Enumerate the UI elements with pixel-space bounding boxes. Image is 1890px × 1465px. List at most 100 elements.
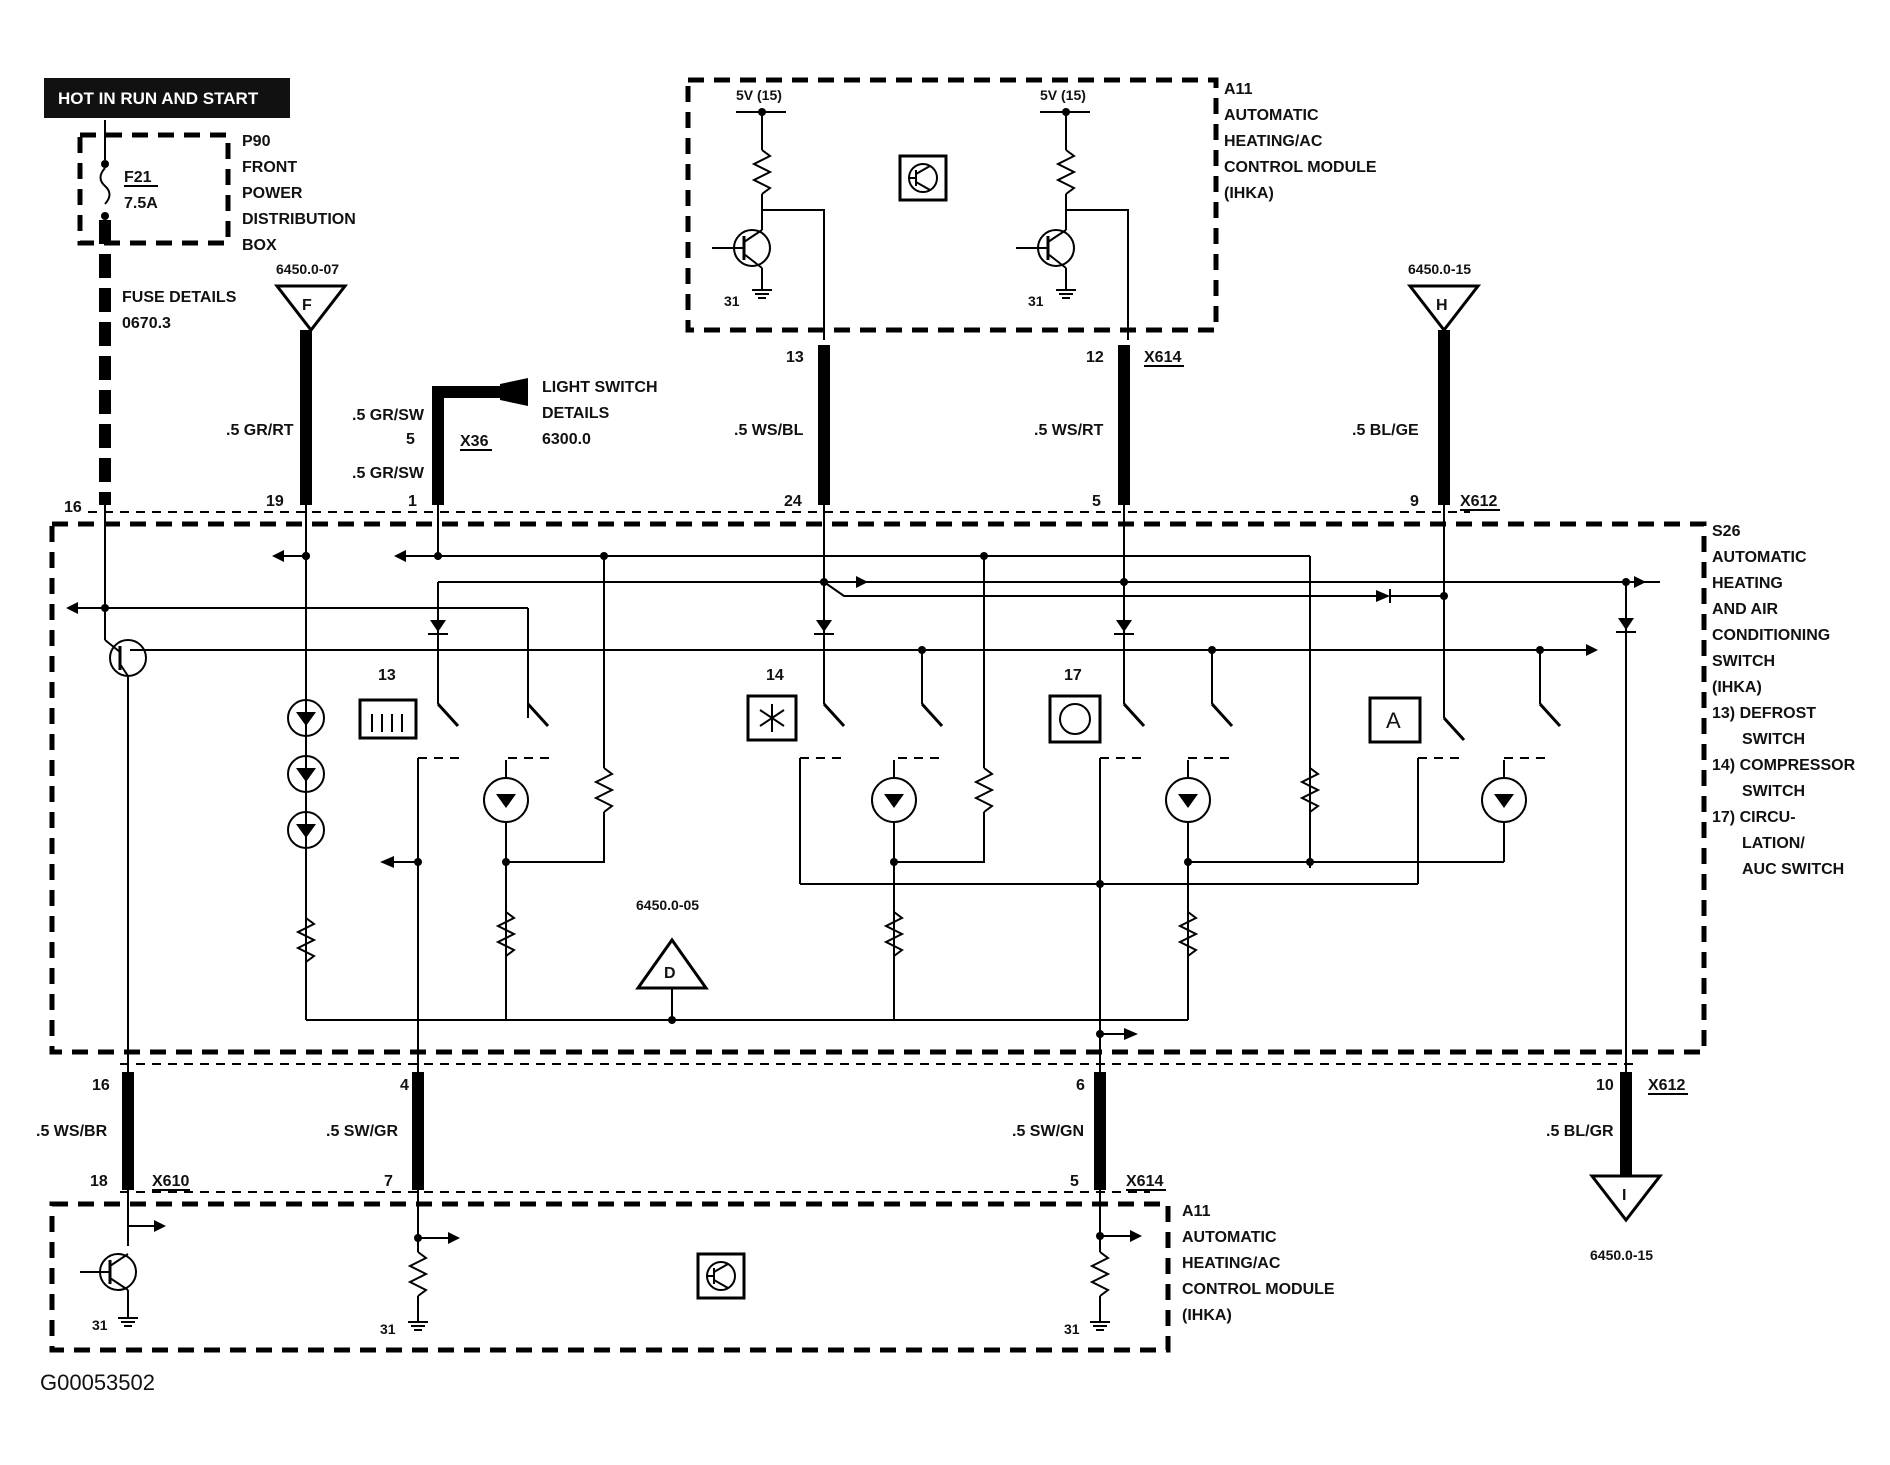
figure-id: G00053502 (40, 1370, 155, 1395)
wire-sw-gn-label: .5 SW/GN (1012, 1123, 1084, 1140)
fuse-details-2: 0670.3 (122, 315, 171, 332)
connector-d: D (635, 937, 709, 1024)
pin-7: 7 (384, 1173, 393, 1190)
switch-14-num: 14 (766, 667, 784, 684)
fuse-box-outline (77, 132, 231, 246)
svg-text:DISTRIBUTION: DISTRIBUTION (242, 211, 356, 228)
connector-i: I (1588, 1174, 1664, 1223)
svg-text:14) COMPRESSOR: 14) COMPRESSOR (1712, 757, 1856, 774)
pin-12-top: 12 (1086, 349, 1104, 366)
module-top-circuit (712, 108, 1129, 340)
hot-banner (44, 78, 290, 118)
wire-sw-gr-label: .5 SW/GR (326, 1123, 398, 1140)
svg-text:SWITCH: SWITCH (1712, 653, 1775, 670)
pin-18: 18 (90, 1173, 108, 1190)
module-bottom-outline (49, 1201, 1171, 1353)
switch-block-label: S26 AUTOMATIC HEATING AND AIR CONDITIONI… (1712, 523, 1830, 696)
supply-right: 5V (15) (1040, 87, 1086, 103)
fuse-f21 (99, 120, 111, 220)
svg-text:LATION/: LATION/ (1742, 835, 1805, 852)
wire-bl-ge-label: .5 BL/GE (1352, 422, 1419, 439)
svg-text:H: H (1436, 297, 1448, 314)
switch-17-num: 17 (1064, 667, 1082, 684)
ground-bot-1: 31 (92, 1317, 108, 1333)
auto-letter: A (1386, 708, 1401, 733)
svg-text:SWITCH: SWITCH (1742, 731, 1805, 748)
svg-text:CONTROL MODULE: CONTROL MODULE (1182, 1281, 1335, 1298)
ground-top-left: 31 (724, 293, 740, 309)
svg-text:13) DEFROST: 13) DEFROST (1712, 705, 1816, 722)
wire-gr-rt-label: .5 GR/RT (226, 422, 294, 439)
supply-left: 5V (15) (736, 87, 782, 103)
switch-legend: 13) DEFROST SWITCH 14) COMPRESSOR SWITCH… (1712, 705, 1856, 878)
fuse-box-label: P90 FRONT POWER DISTRIBUTION BOX (242, 133, 356, 254)
svg-text:SWITCH: SWITCH (1742, 783, 1805, 800)
switch-13-num: 13 (378, 667, 396, 684)
svg-text:S26: S26 (1712, 523, 1741, 540)
module-bottom-label: A11 AUTOMATIC HEATING/AC CONTROL MODULE … (1182, 1203, 1335, 1324)
light-switch-plug (500, 378, 528, 406)
svg-text:HEATING/AC: HEATING/AC (1182, 1255, 1281, 1272)
connector-f-ref: 6450.0-07 (276, 261, 339, 277)
pin-5-x36: 5 (406, 431, 415, 448)
svg-text:AUC SWITCH: AUC SWITCH (1742, 861, 1844, 878)
svg-text:(IHKA): (IHKA) (1712, 679, 1762, 696)
x612-bot: X612 (1648, 1077, 1685, 1094)
connector-i-ref: 6450.0-15 (1590, 1247, 1653, 1263)
svg-text:AUTOMATIC: AUTOMATIC (1224, 107, 1319, 124)
svg-text:AND AIR: AND AIR (1712, 601, 1779, 618)
svg-text:BOX: BOX (242, 237, 277, 254)
x614-bot: X614 (1126, 1173, 1163, 1190)
pin-9: 9 (1410, 493, 1419, 510)
pin-4: 4 (400, 1077, 409, 1094)
fuse-details-1: FUSE DETAILS (122, 289, 237, 306)
light-switch-2: DETAILS (542, 405, 610, 422)
x36-label: X36 (460, 433, 489, 450)
wire-bl-gr-label: .5 BL/GR (1546, 1123, 1614, 1140)
wire-ws-br-label: .5 WS/BR (36, 1123, 108, 1140)
pin-10: 10 (1596, 1077, 1614, 1094)
wire-light-switch (432, 386, 500, 505)
connector-d-ref: 6450.0-05 (636, 897, 699, 913)
svg-text:CONTROL MODULE: CONTROL MODULE (1224, 159, 1377, 176)
switch-block-circuit: A (66, 505, 1660, 1072)
switch-block-outline (49, 521, 1707, 1055)
svg-text:I: I (1622, 1187, 1626, 1204)
pin-16-top: 16 (64, 499, 82, 516)
x610-label: X610 (152, 1173, 189, 1190)
wire-ws-bl-label: .5 WS/BL (734, 422, 804, 439)
svg-text:HEATING/AC: HEATING/AC (1224, 133, 1323, 150)
svg-text:D: D (664, 965, 676, 982)
svg-text:FRONT: FRONT (242, 159, 297, 176)
x612-top: X612 (1460, 493, 1497, 510)
svg-text:AUTOMATIC: AUTOMATIC (1712, 549, 1807, 566)
wire-gr-sw-top-label: .5 GR/SW (352, 407, 425, 424)
pin-19: 19 (266, 493, 284, 510)
module-bottom-circuit (80, 1190, 1142, 1331)
svg-text:17) CIRCU-: 17) CIRCU- (1712, 809, 1796, 826)
wire-ws-rt-label: .5 WS/RT (1034, 422, 1104, 439)
wire-gr-sw-bot-label: .5 GR/SW (352, 465, 425, 482)
x614-top: X614 (1144, 349, 1181, 366)
svg-text:A11: A11 (1182, 1203, 1211, 1220)
svg-text:CONDITIONING: CONDITIONING (1712, 627, 1830, 644)
hot-label: HOT IN RUN AND START (58, 89, 259, 108)
svg-text:HEATING: HEATING (1712, 575, 1783, 592)
pin-13-top: 13 (786, 349, 804, 366)
module-top-label: A11 AUTOMATIC HEATING/AC CONTROL MODULE … (1224, 81, 1377, 202)
pin-1: 1 (408, 493, 417, 510)
connector-h: H (1406, 284, 1482, 333)
svg-text:AUTOMATIC: AUTOMATIC (1182, 1229, 1277, 1246)
svg-text:A11: A11 (1224, 81, 1253, 98)
pin-24: 24 (784, 493, 802, 510)
pin-16-bot: 16 (92, 1077, 110, 1094)
ground-bot-2: 31 (380, 1321, 396, 1337)
pin-6: 6 (1076, 1077, 1085, 1094)
light-switch-3: 6300.0 (542, 431, 591, 448)
module-top-outline (685, 77, 1219, 333)
ground-top-right: 31 (1028, 293, 1044, 309)
fuse-rating: 7.5A (124, 195, 158, 212)
light-switch-1: LIGHT SWITCH (542, 379, 658, 396)
svg-text:POWER: POWER (242, 185, 303, 202)
